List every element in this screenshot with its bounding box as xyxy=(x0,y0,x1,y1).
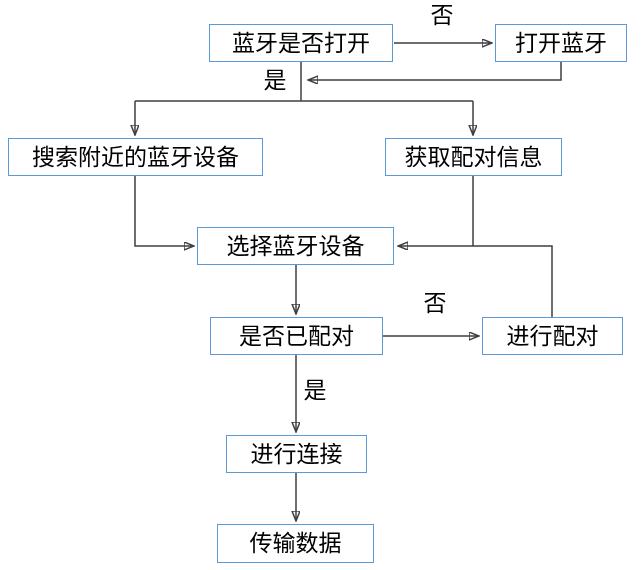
edge-label-yes-mid: 是 xyxy=(302,377,328,403)
node-check-bt-on: 蓝牙是否打开 xyxy=(209,24,393,62)
edge-turnon-return xyxy=(308,62,562,80)
edge-dopair-to-select xyxy=(398,246,553,317)
edge-label-no-mid: 否 xyxy=(422,290,448,316)
edge-search-to-select xyxy=(134,176,194,246)
node-turn-on-bt: 打开蓝牙 xyxy=(495,24,627,62)
node-do-connect: 进行连接 xyxy=(226,435,367,473)
edge-label-no-top: 否 xyxy=(429,2,455,28)
node-check-paired: 是否已配对 xyxy=(210,317,383,355)
node-select-device: 选择蓝牙设备 xyxy=(197,227,394,265)
edge-label-yes-top: 是 xyxy=(262,67,288,93)
node-get-pair-info: 获取配对信息 xyxy=(385,138,562,176)
node-search-devices: 搜索附近的蓝牙设备 xyxy=(8,138,263,176)
node-transfer-data: 传输数据 xyxy=(217,524,374,563)
node-do-pair: 进行配对 xyxy=(482,317,623,355)
